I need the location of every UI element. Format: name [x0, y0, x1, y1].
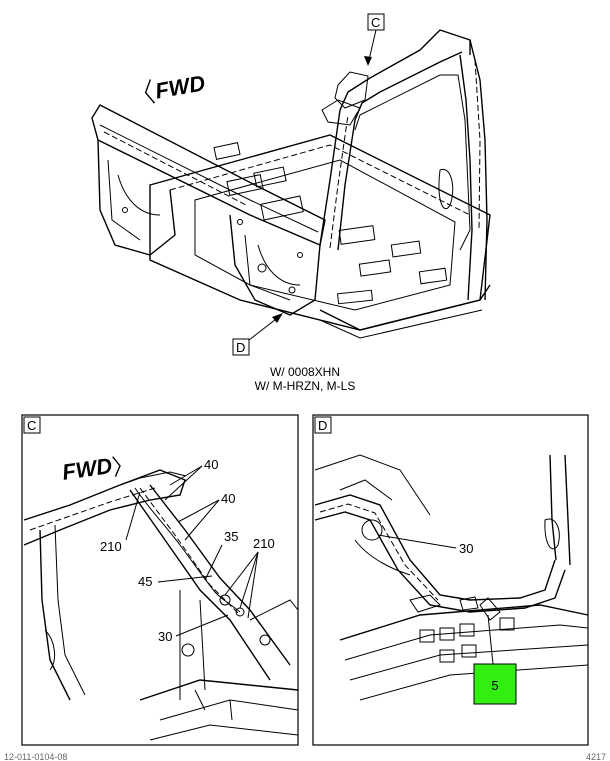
main-cab-illustration: [91, 29, 491, 339]
callout-30-c: 30: [158, 629, 172, 644]
fwd-arrow-main: FWD: [144, 70, 207, 104]
fwd-label-panel-c: FWD: [61, 453, 114, 485]
callout-210-b: 210: [253, 536, 275, 551]
fwd-chevron-icon: [144, 79, 156, 104]
view-d-tag: D: [232, 313, 283, 356]
caption-line-1: W/ 0008XHN: [270, 365, 340, 379]
callout-30-d: 30: [459, 541, 473, 556]
panel-d-illustration: [314, 454, 589, 701]
detail-panel-c: C FWD: [21, 414, 299, 746]
panel-c-illustration: [23, 469, 299, 741]
footer-right-code: 4217: [586, 752, 606, 761]
svg-text:D: D: [236, 340, 245, 355]
svg-text:C: C: [371, 15, 380, 30]
callout-40-a: 40: [204, 457, 218, 472]
callout-45: 45: [138, 574, 152, 589]
highlight-part-number: 5: [491, 678, 498, 693]
detail-panel-d: D: [312, 414, 589, 746]
fwd-arrow-panel-c: FWD: [61, 453, 121, 485]
panel-d-tag: D: [318, 418, 327, 433]
caption-line-2: W/ M-HRZN, M-LS: [255, 379, 356, 393]
callout-210-a: 210: [100, 539, 122, 554]
fwd-chevron-icon: [112, 456, 121, 477]
fwd-label-main: FWD: [153, 70, 207, 103]
view-c-tag: C: [364, 13, 385, 66]
highlight-part-box[interactable]: [473, 663, 517, 705]
panel-c-tag: C: [27, 418, 36, 433]
callout-35: 35: [224, 529, 238, 544]
callout-40-b: 40: [221, 491, 235, 506]
footer-left-code: 12-011-0104-08: [4, 752, 67, 761]
